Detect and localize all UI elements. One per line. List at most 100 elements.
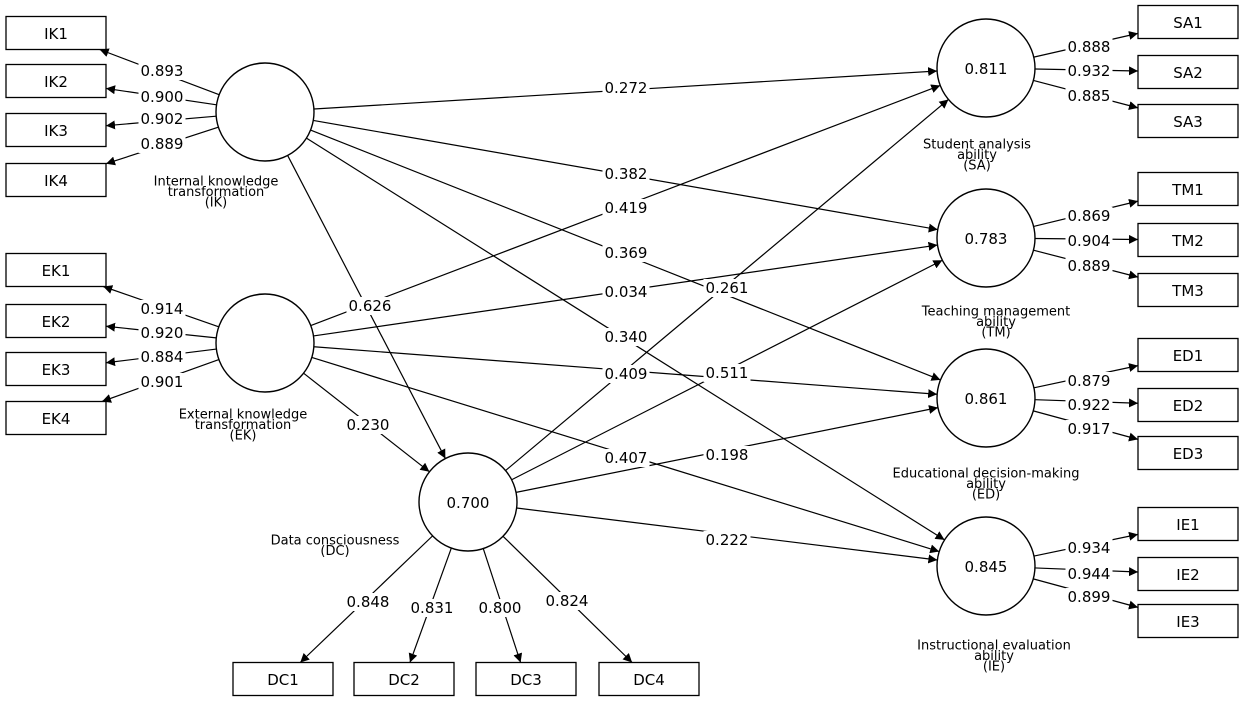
indicator-box-ek4 [5,400,107,436]
loading-sa3-group: 0.885 [1065,87,1113,105]
indicator-box-ik1 [5,15,107,51]
loading-ek1-bg [138,300,186,318]
loading-ik2: 0.900 [141,88,184,106]
construct-name-sa-line-1: Student analysis [923,138,1031,153]
indicator-box-ek1 [5,252,107,288]
construct-circle-dc [418,452,518,552]
r-squared-ie: 0.845 [965,558,1008,576]
loading-ed2: 0.922 [1068,396,1111,414]
loading-dc1-group: 0.848 [344,593,392,611]
loading-ek3-bg [138,348,186,366]
indicator-box-ed3 [1137,435,1239,471]
path-coef-dc-ie-bg [703,531,751,549]
path-coef-ik-ed-bg [602,244,650,262]
loading-ed3-group: 0.917 [1065,420,1113,438]
indicator-label-tm1: TM1 [1171,181,1204,199]
loading-ie3-bg [1065,588,1113,606]
construct-circle-sa [936,18,1036,118]
path-coef-ik-ed: 0.369 [605,244,648,262]
construct-name-ek-line-3: (EK) [230,429,257,444]
loading-tm3: 0.889 [1068,257,1111,275]
path-coef-dc-ed-bg [703,446,751,464]
loading-ek1: 0.914 [141,300,184,318]
loading-ek2-group: 0.920 [138,324,186,342]
indicator-label-ie2: IE2 [1176,566,1199,584]
indicator-label-tm2: TM2 [1171,232,1204,250]
r-squared-sa: 0.811 [965,60,1008,78]
path-coef-ik-ie-bg [602,328,650,346]
indicator-label-ek1: EK1 [42,262,71,280]
loading-ed3: 0.917 [1068,420,1111,438]
indicator-label-ik2: IK2 [44,73,68,91]
construct-name-ik-line-3: (IK) [205,196,228,211]
construct-name-tm-line-3: (TM) [981,326,1010,341]
indicator-box-dc1 [232,661,334,697]
loading-sa3: 0.885 [1068,87,1111,105]
loading-ed2-group: 0.922 [1065,396,1113,414]
indicator-label-ek2: EK2 [42,313,71,331]
indicator-label-ik1: IK1 [44,25,68,43]
indicator-box-ie1 [1137,506,1239,542]
indicator-label-ik4: IK4 [44,172,68,190]
loading-dc2-group: 0.831 [408,599,456,617]
path-coef-ik-ie-group: 0.340 [602,328,650,346]
path-coef-ek-tm-bg [602,283,650,301]
indicator-box-sa2 [1137,54,1239,90]
path-coef-ik-sa-group: 0.272 [602,79,650,97]
loading-ie3-group: 0.899 [1065,588,1113,606]
path-coef-ik-sa-bg [602,79,650,97]
loading-ik1-group: 0.893 [138,62,186,80]
indicator-label-tm3: TM3 [1171,282,1204,300]
indicator-box-ik3 [5,112,107,148]
loading-ie2: 0.944 [1068,565,1111,583]
path-coef-ek-ie: 0.407 [605,449,648,467]
loading-ed2-bg [1065,396,1113,414]
loading-dc4: 0.824 [546,592,589,610]
indicator-label-ed1: ED1 [1173,347,1204,365]
loading-ie1-bg [1065,539,1113,557]
path-coef-ek-sa-group: 0.419 [602,199,650,217]
loading-ie2-group: 0.944 [1065,565,1113,583]
indicator-box-ek2 [5,303,107,339]
loading-tm3-group: 0.889 [1065,257,1113,275]
construct-name-dc-line-2: (DC) [320,544,349,559]
path-coef-ik-tm: 0.382 [605,165,648,183]
loading-tm3-bg [1065,257,1113,275]
loading-sa3-bg [1065,87,1113,105]
indicator-label-ie3: IE3 [1176,613,1199,631]
indicator-box-ie3 [1137,603,1239,639]
loading-ek3: 0.884 [141,348,184,366]
loading-ie1-group: 0.934 [1065,539,1113,557]
loading-ik2-bg [138,88,186,106]
path-coef-ik-dc: 0.626 [349,297,392,315]
r-squared-dc: 0.700 [447,494,490,512]
loading-ik3-bg [138,110,186,128]
construct-circle-ie [936,516,1036,616]
loading-dc2: 0.831 [411,599,454,617]
path-coef-dc-tm: 0.511 [706,364,749,382]
path-coef-ek-ie-group: 0.407 [602,449,650,467]
path-coef-ek-dc-bg [344,416,392,434]
loading-dc3-bg [476,599,524,617]
path-coef-dc-ie-group: 0.222 [703,531,751,549]
loading-sa2: 0.932 [1068,62,1111,80]
construct-name-ek-line-2: transformation [195,418,292,433]
loading-ed1-bg [1065,372,1113,390]
construct-name-ed-line-3: (ED) [972,488,1000,503]
indicator-box-ik4 [5,162,107,198]
path-coef-dc-sa-group: 0.261 [703,279,751,297]
indicator-box-ie2 [1137,556,1239,592]
loading-tm2: 0.904 [1068,232,1111,250]
loading-dc4-group: 0.824 [543,592,591,610]
loading-ie2-bg [1065,565,1113,583]
path-coef-ik-tm-bg [602,165,650,183]
construct-name-sa-line-2: ability [957,148,997,163]
path-coef-ek-ed-bg [602,365,650,383]
indicator-box-dc2 [353,661,455,697]
construct-name-ed-line-2: ability [966,477,1006,492]
loading-ek2: 0.920 [141,324,184,342]
indicator-label-ik3: IK3 [44,122,68,140]
path-coef-ek-ed: 0.409 [605,365,648,383]
loading-ek4: 0.901 [141,373,184,391]
indicator-box-dc4 [598,661,700,697]
